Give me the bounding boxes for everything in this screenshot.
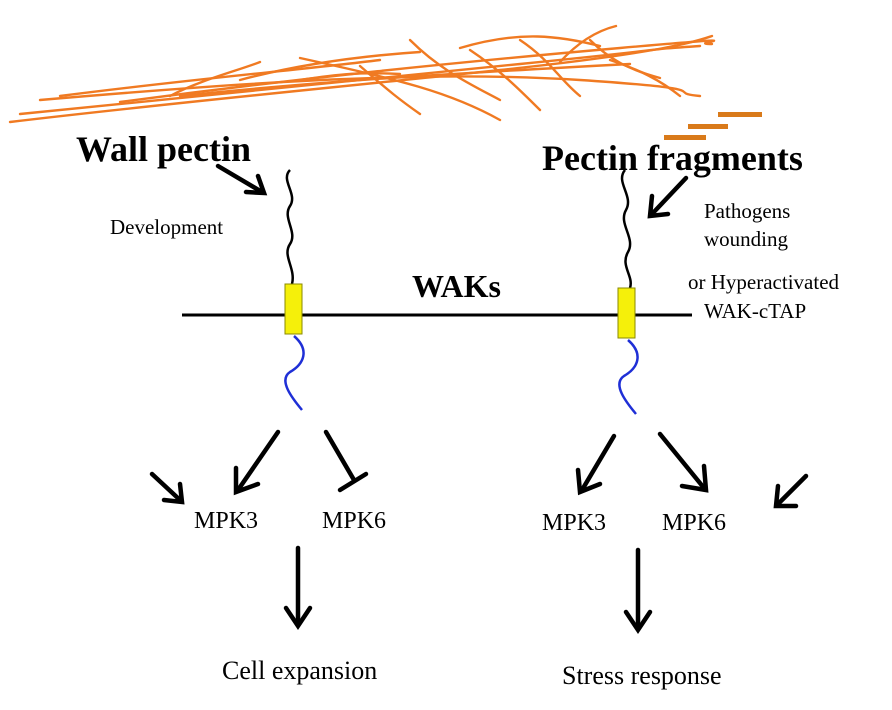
inhibit-left-mpk6 <box>323 429 369 493</box>
arrow-right-to-mpk3 <box>575 433 617 496</box>
stress-response-label: Stress response <box>562 661 722 690</box>
arrow-left-to-mpk3 <box>233 429 281 496</box>
arrow-into-left-mpk3 <box>149 471 185 505</box>
pectin-fragments-icon <box>664 112 762 140</box>
right-mpk3-label: MPK3 <box>542 510 606 536</box>
arrow-fragments-to-wak <box>647 175 689 219</box>
arrow-into-right-mpk6 <box>773 473 809 509</box>
wall-pectin-label: Wall pectin <box>76 129 251 169</box>
pathogens-label: Pathogens <box>704 199 790 223</box>
wounding-label: wounding <box>704 227 789 251</box>
right-transmembrane-domain <box>617 287 636 339</box>
right-extracellular-domain <box>620 169 632 289</box>
right-mpk6-label: MPK6 <box>662 510 726 536</box>
wak-ctap-label: WAK-cTAP <box>704 299 806 323</box>
right-wak-receptor <box>617 169 639 415</box>
arrow-right-to-mpk6 <box>657 431 709 493</box>
left-mpk3-label: MPK3 <box>194 508 258 534</box>
cell-expansion-label: Cell expansion <box>222 656 377 685</box>
arrow-to-stress-response <box>623 547 653 635</box>
pectin-fragments-label: Pectin fragments <box>542 138 803 178</box>
right-kinase-domain <box>618 339 639 415</box>
development-label: Development <box>110 215 223 239</box>
arrow-to-cell-expansion <box>283 545 313 631</box>
left-transmembrane-domain <box>284 283 303 335</box>
arrow-wall-pectin-to-wak <box>215 163 268 196</box>
waks-label: WAKs <box>412 268 501 304</box>
left-extracellular-domain <box>285 169 294 285</box>
left-mpk6-label: MPK6 <box>322 508 386 534</box>
left-kinase-domain <box>284 335 305 411</box>
pectin-network <box>8 24 716 124</box>
left-wak-receptor <box>284 169 305 411</box>
hyperactivated-label: or Hyperactivated <box>688 270 840 294</box>
